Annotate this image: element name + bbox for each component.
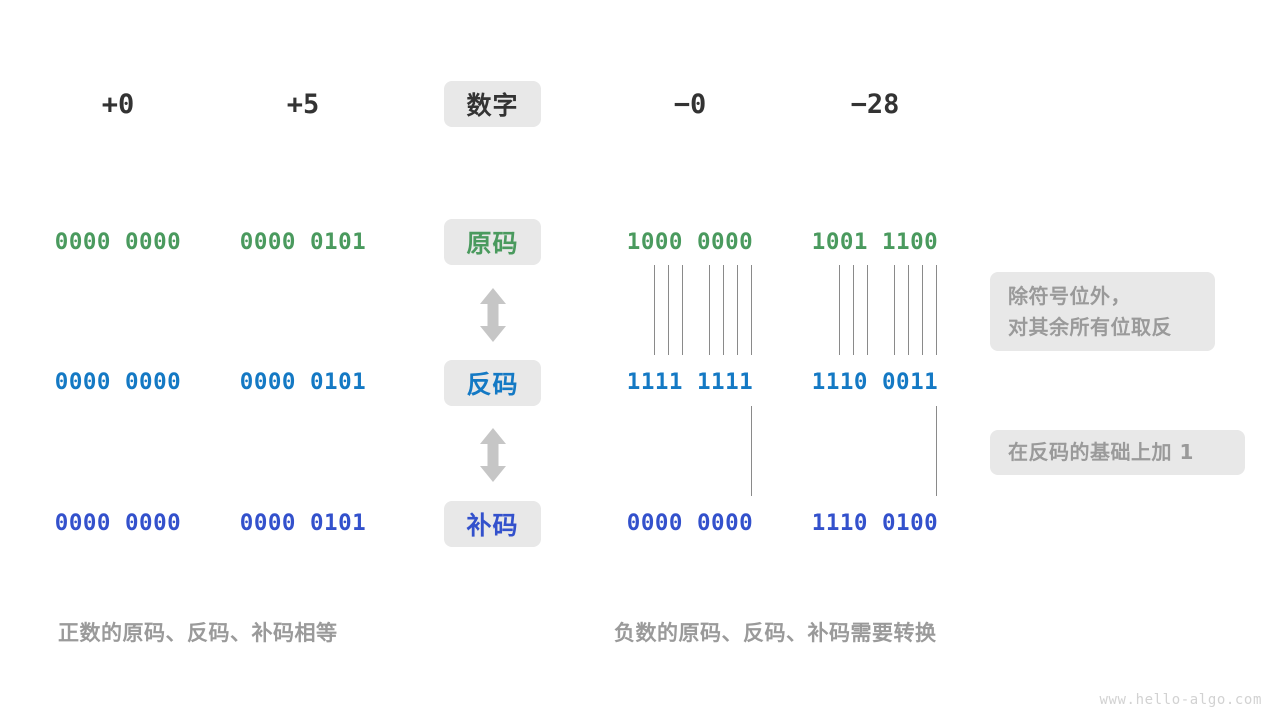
row-label-ones-complement: 反码 bbox=[444, 360, 541, 406]
value-sign-magnitude-pos5: 0000 0101 bbox=[239, 229, 367, 255]
connector-tick bbox=[867, 265, 868, 355]
value-ones-complement-neg28: 1110 0011 bbox=[811, 369, 939, 395]
connector-tick bbox=[936, 406, 937, 496]
connector-tick bbox=[668, 265, 669, 355]
row-label-number: 数字 bbox=[444, 81, 541, 127]
caption-positive: 正数的原码、反码、补码相等 bbox=[58, 621, 338, 645]
value-twos-complement-pos5: 0000 0101 bbox=[239, 510, 367, 536]
note-line: 除符号位外， bbox=[1008, 283, 1131, 308]
watermark: www.hello-algo.com bbox=[1099, 692, 1262, 708]
row-label-twos-complement: 补码 bbox=[444, 501, 541, 547]
value-twos-complement-pos0: 0000 0000 bbox=[54, 510, 182, 536]
connector-tick bbox=[751, 406, 752, 496]
value-twos-complement-neg28: 1110 0100 bbox=[811, 510, 939, 536]
note-line: 对其余所有位取反 bbox=[1008, 314, 1172, 339]
header-value-neg28: −28 bbox=[850, 88, 900, 120]
note-line: 在反码的基础上加 1 bbox=[1008, 440, 1194, 464]
connector-tick bbox=[908, 265, 909, 355]
connector-tick bbox=[853, 265, 854, 355]
connector-tick bbox=[839, 265, 840, 355]
header-value-pos0: +0 bbox=[101, 88, 135, 120]
note-invert-bits: 除符号位外， 对其余所有位取反 bbox=[990, 272, 1215, 351]
connector-tick bbox=[737, 265, 738, 355]
connector-tick bbox=[751, 265, 752, 355]
header-value-neg0: −0 bbox=[673, 88, 707, 120]
connector-tick bbox=[709, 265, 710, 355]
connector-tick bbox=[723, 265, 724, 355]
value-twos-complement-neg0: 0000 0000 bbox=[626, 510, 754, 536]
note-add-one: 在反码的基础上加 1 bbox=[990, 430, 1245, 475]
connector-tick bbox=[654, 265, 655, 355]
value-ones-complement-neg0: 1111 1111 bbox=[626, 369, 754, 395]
double-arrow-icon-sign-to-ones bbox=[476, 287, 510, 343]
connector-tick bbox=[894, 265, 895, 355]
connector-tick bbox=[936, 265, 937, 355]
caption-negative: 负数的原码、反码、补码需要转换 bbox=[614, 621, 937, 645]
row-label-sign-magnitude: 原码 bbox=[444, 219, 541, 265]
double-arrow-icon-ones-to-twos bbox=[476, 427, 510, 483]
connector-tick bbox=[922, 265, 923, 355]
value-ones-complement-pos5: 0000 0101 bbox=[239, 369, 367, 395]
value-sign-magnitude-pos0: 0000 0000 bbox=[54, 229, 182, 255]
value-sign-magnitude-neg0: 1000 0000 bbox=[626, 229, 754, 255]
header-value-pos5: +5 bbox=[286, 88, 320, 120]
connector-tick bbox=[682, 265, 683, 355]
value-sign-magnitude-neg28: 1001 1100 bbox=[811, 229, 939, 255]
value-ones-complement-pos0: 0000 0000 bbox=[54, 369, 182, 395]
